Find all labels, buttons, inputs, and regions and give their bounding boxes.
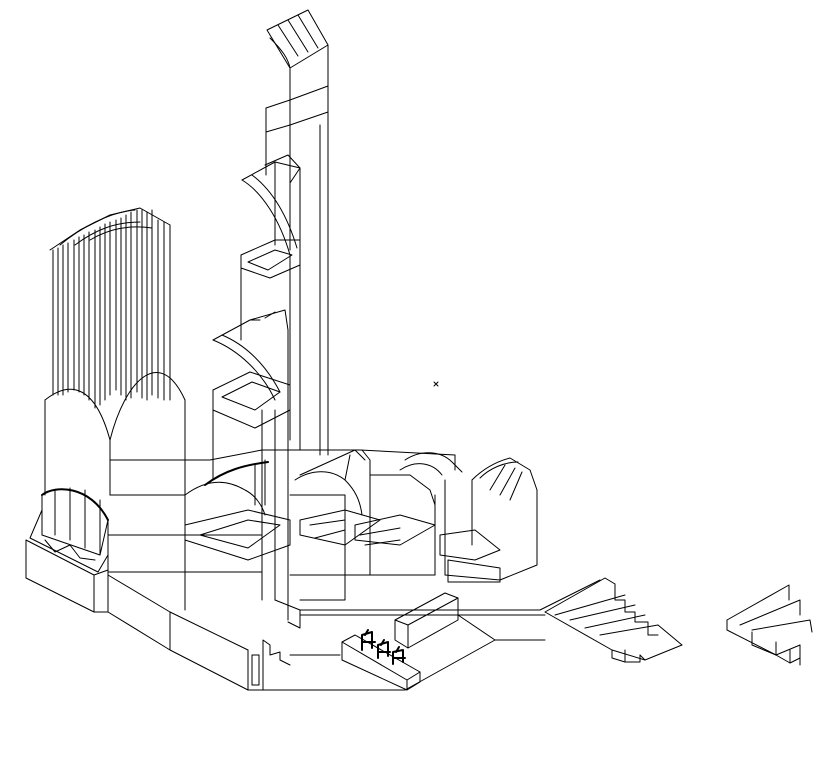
tall-tower (265, 9, 329, 456)
stair-block (544, 577, 683, 663)
small-stair (726, 584, 813, 666)
lower-arch-tower (212, 309, 291, 621)
left-vaulted-hall (29, 372, 186, 576)
arched-bays-row (109, 449, 538, 601)
long-ground-walkway (274, 579, 601, 691)
organ-pipes (49, 207, 171, 409)
bench-with-chairs (341, 629, 421, 691)
center-marker (433, 381, 439, 387)
middle-arch-tower (240, 154, 301, 451)
front-platform (394, 592, 459, 649)
front-base-wall (25, 494, 406, 691)
